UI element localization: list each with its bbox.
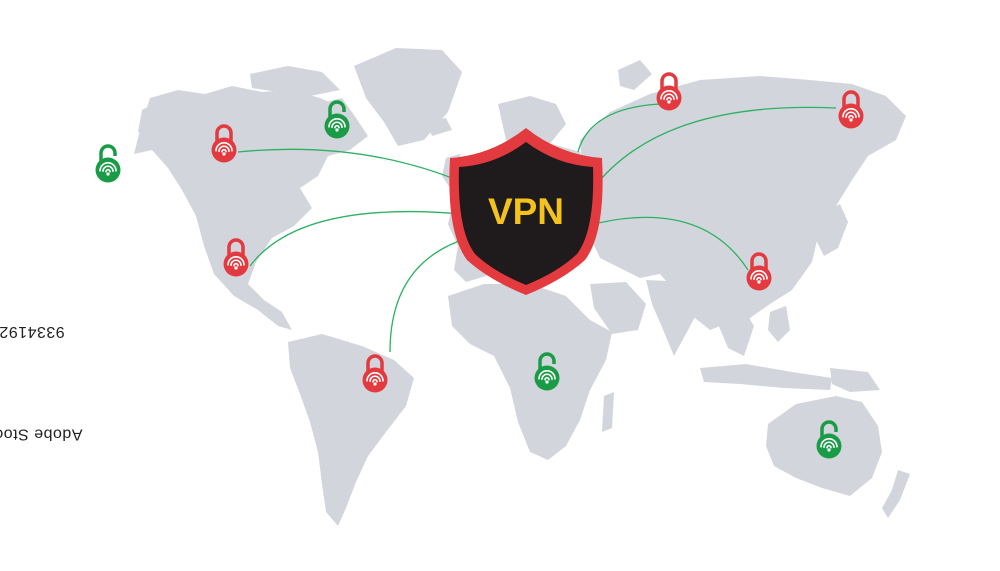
padlock-shackle [227, 238, 245, 256]
new-zealand [882, 470, 910, 518]
wifi-arc [102, 165, 114, 173]
wifi-arc [666, 96, 672, 101]
wifi-arc [233, 262, 239, 267]
padlock-shackle [820, 420, 838, 438]
arctic-islands [250, 66, 340, 96]
wifi-arc [663, 93, 675, 101]
link-china [585, 216, 749, 271]
lock-china-icon [746, 252, 772, 291]
africa [448, 284, 612, 460]
link-russia-west [577, 103, 661, 153]
asia [580, 76, 906, 330]
wifi-dot [849, 118, 853, 122]
wifi-arc [544, 376, 550, 381]
wifi-dot [234, 266, 238, 270]
padlock-shackle [660, 72, 678, 90]
wifi-arc [845, 111, 857, 119]
wifi-arc [820, 438, 838, 448]
stock-id: 933419249 [0, 322, 65, 340]
indonesia [700, 364, 832, 390]
wifi-arc [334, 124, 340, 129]
wifi-arc [331, 121, 343, 129]
padlock-shackle [99, 144, 117, 162]
wifi-arc [372, 378, 378, 383]
lock-russia-east-icon [838, 90, 864, 129]
link-usa [249, 210, 463, 267]
lock-russia-west-icon [656, 72, 682, 111]
wifi-dot [335, 128, 339, 132]
wifi-arc [750, 270, 768, 280]
wifi-arc [105, 168, 111, 173]
lock-canada-west-icon [211, 124, 237, 163]
lock-alaska-icon [95, 144, 121, 183]
wifi-arc [369, 375, 381, 383]
padlock-shackle [538, 352, 556, 370]
stock-prefix: Adobe Stock | # [0, 424, 83, 442]
wifi-arc [230, 259, 242, 267]
wifi-arc [366, 372, 384, 382]
wifi-arc [823, 441, 835, 449]
wifi-arc [221, 148, 227, 153]
wifi-arc [218, 145, 230, 153]
vpn-shield: VPN [449, 128, 603, 295]
wifi-arc [842, 108, 860, 118]
southeast-asia [712, 302, 754, 356]
lock-africa-icon [534, 352, 560, 391]
philippines [768, 306, 790, 342]
padlock-shackle [215, 124, 233, 142]
wifi-arc [753, 273, 765, 281]
wifi-arc [328, 118, 346, 128]
wifi-arc [99, 162, 117, 172]
novaya-zemlya [618, 60, 652, 90]
japan [816, 204, 848, 256]
madagascar [602, 392, 614, 432]
south-america [288, 334, 414, 526]
lock-usa-icon [223, 238, 249, 277]
padlock-shackle [366, 354, 384, 372]
arabia [590, 282, 646, 334]
india [646, 280, 704, 356]
lock-australia-icon [816, 420, 842, 459]
wifi-dot [373, 382, 377, 386]
link-canada-west [237, 148, 463, 183]
wifi-arc [848, 114, 854, 119]
connection-lines [237, 103, 837, 353]
wifi-arc [660, 90, 678, 100]
vpn-label: VPN [488, 191, 564, 232]
shield-body [458, 142, 594, 285]
alaska [138, 96, 190, 138]
stock-id-watermark: Adobe Stock | # 933419249 [0, 318, 82, 463]
wifi-arc [215, 142, 233, 152]
wifi-arc [538, 370, 556, 380]
wifi-dot [545, 380, 549, 384]
wifi-dot [757, 280, 761, 284]
link-russia-east [591, 106, 837, 191]
wifi-arc [227, 256, 245, 266]
wifi-dot [667, 100, 671, 104]
wifi-arc [756, 276, 762, 281]
new-guinea [830, 368, 880, 392]
link-brazil [389, 237, 469, 353]
wifi-dot [106, 172, 110, 176]
wifi-arc [541, 373, 553, 381]
iceland [426, 118, 452, 136]
wifi-dot [222, 152, 226, 156]
wifi-arc [826, 444, 832, 449]
north-america [134, 86, 368, 330]
padlock-shackle [842, 90, 860, 108]
padlocks [95, 72, 864, 459]
wifi-dot [827, 448, 831, 452]
lock-greenland-icon [324, 100, 350, 139]
padlock-shackle [750, 252, 768, 270]
lock-brazil-icon [362, 354, 388, 393]
padlock-shackle [328, 100, 346, 118]
